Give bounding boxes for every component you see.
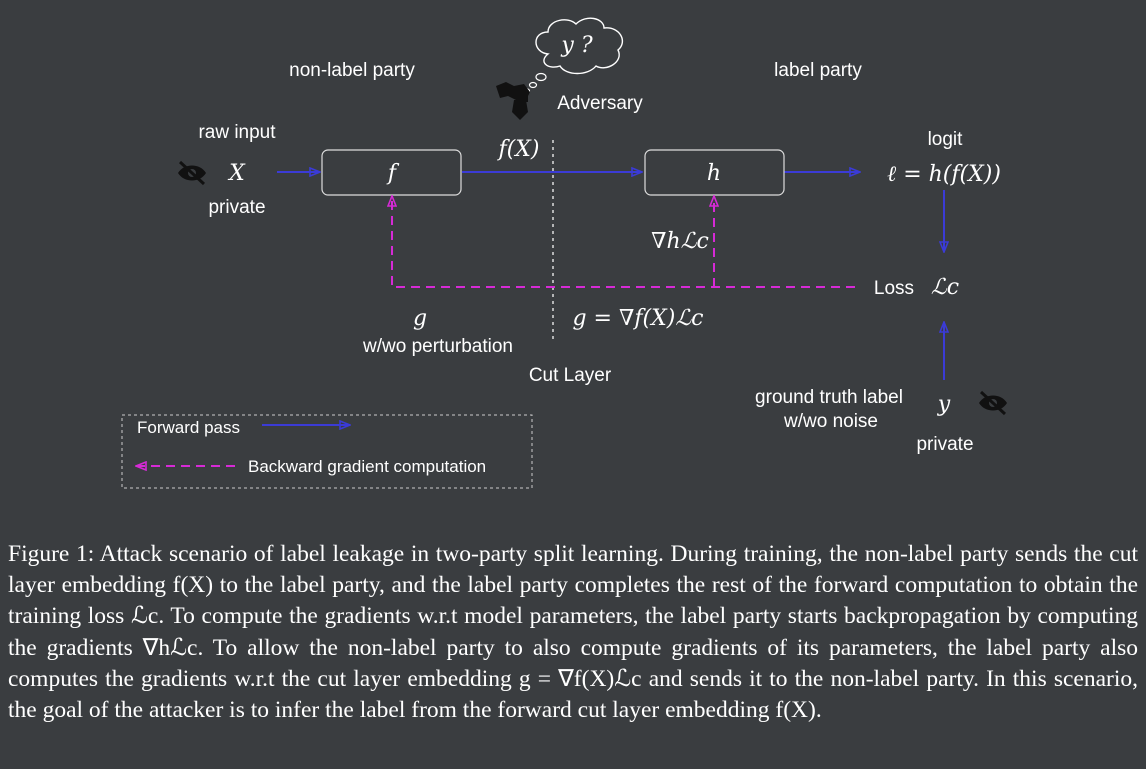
eye-slash-icon-right (979, 390, 1007, 416)
spy-icon (496, 82, 530, 120)
fx-label: f(X) (497, 137, 540, 162)
logit-expression: ℓ = h(f(X)) (887, 162, 1001, 187)
adversary-label: Adversary (557, 93, 643, 114)
label-party-label: label party (774, 60, 862, 81)
private-right-label: private (916, 434, 973, 455)
private-left-label: private (208, 197, 265, 218)
g-expression: g = ∇f(X)ℒc (572, 306, 703, 331)
backward-arrow-to-f (392, 196, 855, 288)
legend-backward-label: Backward gradient computation (248, 457, 486, 476)
g-variable: g (413, 306, 427, 331)
legend: Forward pass Backward gradient computati… (121, 414, 533, 489)
logit-label: logit (928, 129, 964, 150)
grad-h-label: ∇hℒc (651, 229, 709, 254)
legend-forward-label: Forward pass (137, 418, 240, 437)
noise-label: w/wo noise (783, 411, 878, 432)
thought-text: y ? (560, 33, 592, 58)
eye-slash-icon (178, 160, 206, 186)
x-variable: X (227, 161, 246, 186)
split-learning-diagram: non-label party label party y ? Adversar… (121, 17, 1007, 489)
non-label-party-label: non-label party (289, 60, 415, 81)
loss-symbol: ℒc (931, 275, 959, 300)
f-box-label: f (386, 161, 400, 186)
perturbation-label: w/wo perturbation (362, 336, 513, 357)
raw-input-label: raw input (198, 122, 276, 143)
y-variable: y (937, 392, 951, 417)
figure-caption: Figure 1: Attack scenario of label leaka… (8, 541, 1138, 724)
h-box-label: h (707, 161, 721, 186)
ground-truth-label: ground truth label (755, 387, 903, 408)
cut-layer-label: Cut Layer (529, 365, 612, 386)
loss-label: Loss (874, 278, 914, 299)
